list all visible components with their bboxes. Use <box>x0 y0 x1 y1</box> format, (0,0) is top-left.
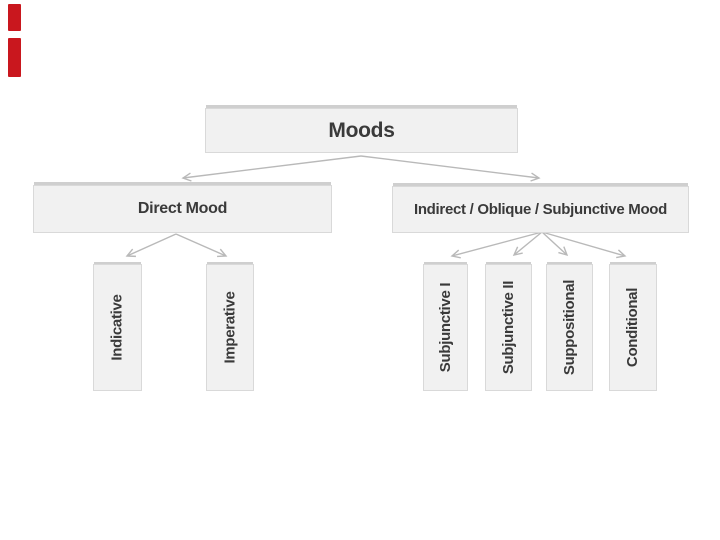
node-subjunctive-2: Subjunctive II <box>485 264 532 391</box>
node-imperative: Imperative <box>206 264 254 391</box>
connector-indirect-to-subjunctive1 <box>450 231 543 259</box>
connector-moods-to-direct <box>181 155 362 182</box>
node-indicative-label: Indicative <box>109 294 127 361</box>
red-accent-bar-bottom <box>8 38 21 77</box>
connector-indirect-to-subjunctive2 <box>512 231 543 256</box>
connector-direct-to-indicative <box>125 233 177 258</box>
node-moods-label: Moods <box>328 118 395 142</box>
node-conditional-label: Conditional <box>624 287 642 368</box>
node-subjunctive-1: Subjunctive I <box>423 264 468 391</box>
node-suppositional-label: Suppositional <box>561 279 579 376</box>
node-subjunctive-2-label: Subjunctive II <box>500 280 518 375</box>
node-imperative-label: Imperative <box>221 291 239 364</box>
node-indirect-mood: Indirect / Oblique / Subjunctive Mood <box>392 186 689 233</box>
connector-indirect-to-conditional <box>541 231 627 259</box>
connector-moods-to-indirect <box>360 155 541 182</box>
node-subjunctive-1-label: Subjunctive I <box>437 282 455 373</box>
node-direct-mood: Direct Mood <box>33 185 332 233</box>
node-conditional: Conditional <box>609 264 657 391</box>
node-moods: Moods <box>205 108 518 153</box>
connector-direct-to-imperative <box>175 233 228 258</box>
node-indicative: Indicative <box>93 264 142 391</box>
connector-indirect-to-suppositional <box>541 231 569 257</box>
red-accent-bar-top <box>8 4 21 31</box>
node-direct-mood-label: Direct Mood <box>137 200 228 217</box>
node-indirect-mood-label: Indirect / Oblique / Subjunctive Mood <box>413 201 668 218</box>
node-suppositional: Suppositional <box>546 264 593 391</box>
